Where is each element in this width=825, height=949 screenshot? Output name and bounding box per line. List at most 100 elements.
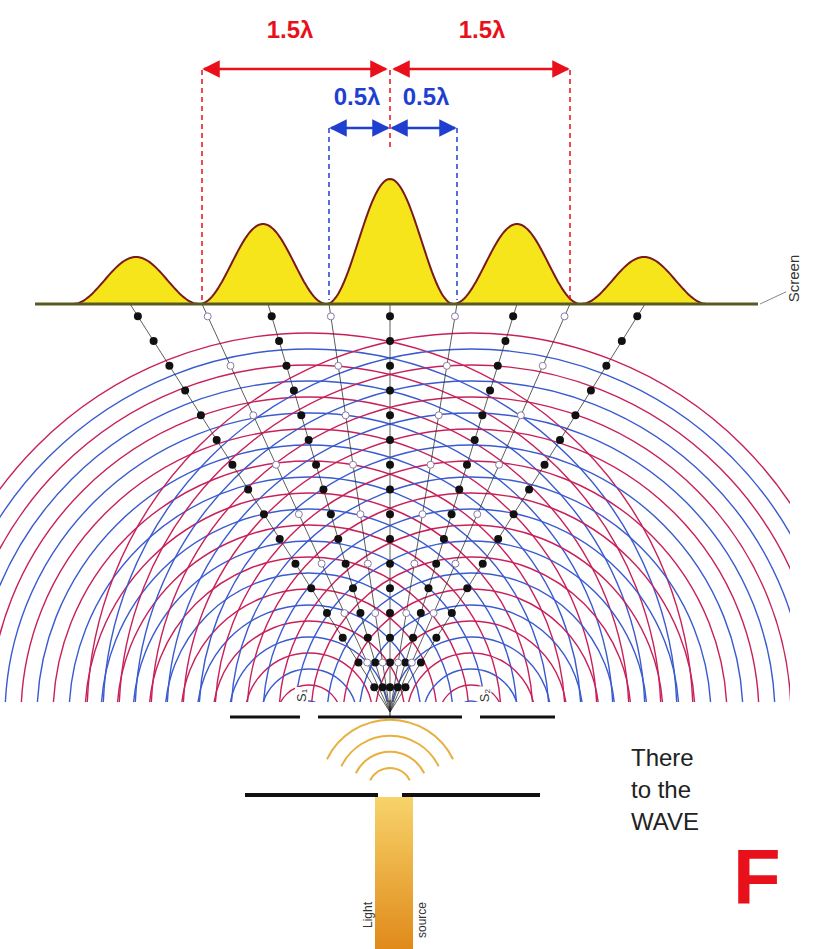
light-source [375,797,413,949]
trough-dot [342,412,349,419]
source-barrier [245,795,540,796]
trough-dot [372,610,379,617]
crest-dot [386,362,394,370]
trough-dot [335,362,342,369]
crest-dot [371,659,379,667]
trough-dot [250,412,257,419]
crest-dot [260,510,268,518]
crest-dot [323,609,331,617]
wavefront-arc [231,477,711,702]
crest-dot [424,584,432,592]
crest-dot [386,337,394,345]
wavefront-arc [183,429,759,702]
crest-dot [386,560,394,568]
trough-dot [341,610,348,617]
crest-dot [432,634,440,642]
screen-label: Screen [787,252,802,304]
slit-barrier [230,700,555,717]
slit-label: S₂ [479,686,492,704]
crest-dot [525,485,533,493]
source-wave [327,720,453,759]
crest-dot [494,362,502,370]
crest-dot [276,535,284,543]
trough-dot [227,362,234,369]
crest-dot [386,535,394,543]
crest-dot [455,485,463,493]
trough-dot [379,659,386,666]
crest-dot [556,436,564,444]
crest-dot [471,436,479,444]
trough-dot [419,511,426,518]
crest-dot [312,461,320,469]
crest-dot [305,436,313,444]
crest-dot [401,683,409,691]
trough-dot [350,461,357,468]
trough-dot [403,610,410,617]
wavefront-arc [311,557,631,702]
crest-dot [354,659,362,667]
wavefront-arc [151,397,790,702]
crest-dot [364,634,372,642]
crest-dot [386,634,394,642]
wavefront-arc [0,365,661,702]
nodal-line [390,304,645,712]
wavefront-arc [0,349,677,702]
crest-dot [510,510,518,518]
crest-dot [134,312,142,320]
crest-dot [386,312,394,320]
interference-lines [130,304,645,712]
nodal-line [390,304,570,712]
trough-dot [408,659,415,666]
wavefront-arc [215,461,727,702]
crest-dot [370,683,378,691]
crest-dot [417,609,425,617]
trough-dot [357,511,364,518]
heading-letter: F [733,838,781,916]
interference-dots [134,312,641,691]
trough-dot [273,461,280,468]
crest-dot [440,535,448,543]
crest-dot [448,510,456,518]
body-text: There [631,746,694,770]
source-wave [356,752,424,773]
wavefront-arc [375,621,567,702]
crest-dot [165,362,173,370]
crest-dot [228,461,236,469]
trough-dot [364,659,371,666]
wavefront-arc [119,365,790,702]
dimension-label: 1.5λ [459,18,506,42]
crest-dot [633,312,641,320]
crest-dot [448,609,456,617]
trough-dot [295,511,302,518]
crest-dot [307,584,315,592]
crest-dot [478,411,486,419]
crest-dot [275,337,283,345]
nodal-line [329,304,390,712]
trough-dot [496,461,503,468]
crest-dot [463,584,471,592]
dimension-label: 1.5λ [267,18,314,42]
dimension-lines [202,69,570,300]
crest-dot [290,387,298,395]
intensity-pattern [60,179,720,304]
crest-dot [197,411,205,419]
trough-dot [561,313,568,320]
trough-dot [539,362,546,369]
crest-dot [334,535,342,543]
crest-dot [386,387,394,395]
crest-dot [386,683,394,691]
crest-dot [463,461,471,469]
source-label: source [416,900,428,940]
body-text: to the [631,778,691,802]
wavefront-arc [181,589,437,702]
nodal-line [390,304,517,712]
trough-dot [327,313,334,320]
crest-dot [386,659,394,667]
nodal-line [130,304,390,712]
wavefront-arc [87,333,790,702]
trough-dot [517,412,524,419]
crest-dot [386,411,394,419]
crest-dot [181,387,189,395]
source-wave [370,768,410,780]
crest-dot [339,634,347,642]
